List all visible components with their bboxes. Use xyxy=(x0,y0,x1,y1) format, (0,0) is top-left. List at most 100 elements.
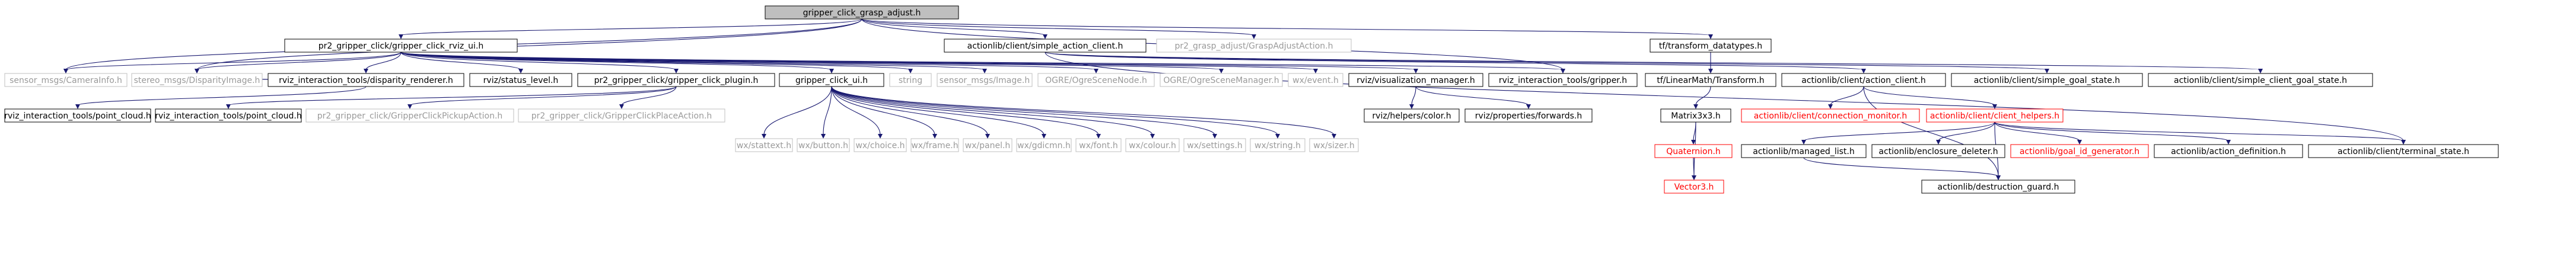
edge-arrowhead xyxy=(1413,69,1418,73)
node-label: gripper_click_ui.h xyxy=(795,76,868,85)
node-label: rviz_interaction_tools/point_cloud.h xyxy=(155,111,301,121)
node-clickui[interactable]: gripper_click_ui.h xyxy=(779,73,884,87)
node-box xyxy=(268,73,464,87)
node-box xyxy=(2148,73,2373,87)
edge-root-to-sac xyxy=(861,18,1047,39)
edge-sac-to-tstate xyxy=(1045,52,2406,145)
edge-arrowhead xyxy=(1219,69,1224,73)
edge-rvizui-to-caminfo xyxy=(63,52,402,73)
edge-arrowhead xyxy=(1275,134,1280,139)
edge-clickui-to-panel xyxy=(831,86,990,139)
node-forwards[interactable]: rviz/properties/forwards.h xyxy=(1464,108,1593,123)
edge-clickui-to-gdicmn xyxy=(831,86,1046,139)
node-acli[interactable]: actionlib/client/action_client.h xyxy=(1781,73,1946,87)
edge-plugin-to-pc2 xyxy=(226,86,677,109)
node-vizmgr[interactable]: rviz/visualization_manager.h xyxy=(1348,73,1483,87)
node-box xyxy=(2154,144,2303,158)
node-scgs[interactable]: actionlib/client/simple_client_goal_stat… xyxy=(2148,73,2373,87)
edge-clickui-to-wxstring xyxy=(831,86,1280,139)
edge-arrowhead xyxy=(821,134,826,139)
node-label: pr2_gripper_click/GripperClickPlaceActio… xyxy=(531,111,712,121)
node-box xyxy=(2010,144,2149,158)
node-label: pr2_gripper_click/GripperClickPickupActi… xyxy=(317,111,503,121)
edge-arrowhead xyxy=(1936,140,1941,145)
node-label: actionlib/action_definition.h xyxy=(2171,147,2286,156)
node-linmath[interactable]: tf/LinearMath/Transform.h xyxy=(1645,73,1776,87)
node-box xyxy=(4,108,151,123)
node-plugin[interactable]: pr2_gripper_click/gripper_click_plugin.h xyxy=(577,73,775,87)
edge-helpers-to-adef xyxy=(1994,121,2231,145)
node-enc[interactable]: actionlib/enclosure_deleter.h xyxy=(1871,144,2005,158)
node-box xyxy=(1645,73,1776,87)
node-helpers[interactable]: actionlib/client/client_helpers.h xyxy=(1926,108,2064,123)
node-mlist[interactable]: actionlib/managed_list.h xyxy=(1741,144,1867,158)
node-panel: wx/panel.h xyxy=(963,138,1012,152)
node-rvizui[interactable]: pr2_gripper_click/gripper_click_rviz_ui.… xyxy=(284,39,518,53)
node-box xyxy=(889,73,932,87)
node-box xyxy=(854,138,907,152)
node-label: wx/gdicmn.h xyxy=(1017,141,1071,150)
node-label: actionlib/client/client_helpers.h xyxy=(1930,111,2059,121)
edge-arrowhead xyxy=(2077,140,2082,145)
edge-arrowhead xyxy=(1691,140,1696,145)
node-box xyxy=(1156,39,1352,53)
node-label: actionlib/client/terminal_state.h xyxy=(2338,147,2469,156)
edge-rvizui-to-clickui xyxy=(400,52,834,73)
node-box xyxy=(518,108,725,123)
node-label: sensor_msgs/CameraInfo.h xyxy=(9,76,122,85)
node-root[interactable]: gripper_click_grasp_adjust.h xyxy=(765,5,959,20)
edge-arrowhead xyxy=(75,104,80,109)
edge-arrowhead xyxy=(619,104,624,109)
node-label: wx/sizer.h xyxy=(1313,141,1354,150)
node-rvizcolor[interactable]: rviz/helpers/color.h xyxy=(1364,108,1460,123)
node-connmon[interactable]: actionlib/client/connection_monitor.h xyxy=(1741,108,1920,123)
node-pc2[interactable]: rviz_interaction_tools/point_cloud.h xyxy=(155,108,302,123)
node-label: actionlib/client/simple_action_client.h xyxy=(967,41,1123,51)
node-ogrenode: OGRE/OgreSceneNode.h xyxy=(1037,73,1155,87)
node-label: actionlib/client/connection_monitor.h xyxy=(1754,111,1908,121)
node-label: actionlib/destruction_guard.h xyxy=(1938,182,2059,192)
node-label: rviz_interaction_tools/disparity_rendere… xyxy=(279,76,453,85)
node-box xyxy=(1654,144,1733,158)
node-goalid[interactable]: actionlib/goal_id_generator.h xyxy=(2010,144,2149,158)
node-label: actionlib/enclosure_deleter.h xyxy=(1878,147,1998,156)
edge-acli-to-connmon xyxy=(1828,86,1864,109)
node-sgs[interactable]: actionlib/client/simple_goal_state.h xyxy=(1951,73,2143,87)
node-dguard[interactable]: actionlib/destruction_guard.h xyxy=(1921,180,2075,194)
node-label: string xyxy=(899,76,922,85)
edge-arrowhead xyxy=(1861,69,1866,73)
edge-arrowhead xyxy=(1801,140,1806,145)
node-gripperh[interactable]: rviz_interaction_tools/gripper.h xyxy=(1488,73,1638,87)
node-rvizstatus[interactable]: rviz/status_level.h xyxy=(469,73,572,87)
node-quat[interactable]: Quaternion.h xyxy=(1654,144,1733,158)
edge-clickui-to-settings xyxy=(831,86,1217,139)
node-disp[interactable]: rviz_interaction_tools/disparity_rendere… xyxy=(268,73,464,87)
node-box xyxy=(944,39,1147,53)
node-place: pr2_gripper_click/GripperClickPlaceActio… xyxy=(518,108,725,123)
node-label: rviz_interaction_tools/point_cloud.h xyxy=(4,111,151,121)
node-vec3[interactable]: Vector3.h xyxy=(1664,180,1724,194)
edge-vizmgr-to-forwards xyxy=(1415,86,1531,109)
node-box xyxy=(577,73,775,87)
node-box xyxy=(1781,73,1946,87)
node-label: Quaternion.h xyxy=(1666,147,1721,156)
node-pc1[interactable]: rviz_interaction_tools/point_cloud.h xyxy=(4,108,151,123)
node-tfdt[interactable]: tf/transform_datatypes.h xyxy=(1650,39,1772,53)
node-tstate[interactable]: actionlib/client/terminal_state.h xyxy=(2308,144,2499,158)
edge-arrowhead xyxy=(829,69,834,73)
edge-helpers-to-goalid xyxy=(1994,121,2082,145)
node-box xyxy=(1309,138,1359,152)
node-label: actionlib/client/simple_client_goal_stat… xyxy=(2174,76,2347,85)
node-box xyxy=(4,73,128,87)
node-matrix[interactable]: Matrix3x3.h xyxy=(1660,108,1731,123)
node-sac[interactable]: actionlib/client/simple_action_client.h xyxy=(944,39,1147,53)
node-box xyxy=(1464,108,1593,123)
edge-arrowhead xyxy=(1096,134,1101,139)
edge-arrowhead xyxy=(1708,69,1713,73)
edge-sac-to-acli xyxy=(1045,52,1866,73)
edge-arrowhead xyxy=(908,69,913,73)
node-box xyxy=(131,73,263,87)
node-adef[interactable]: actionlib/action_definition.h xyxy=(2154,144,2303,158)
edge-arrowhead xyxy=(407,104,412,109)
